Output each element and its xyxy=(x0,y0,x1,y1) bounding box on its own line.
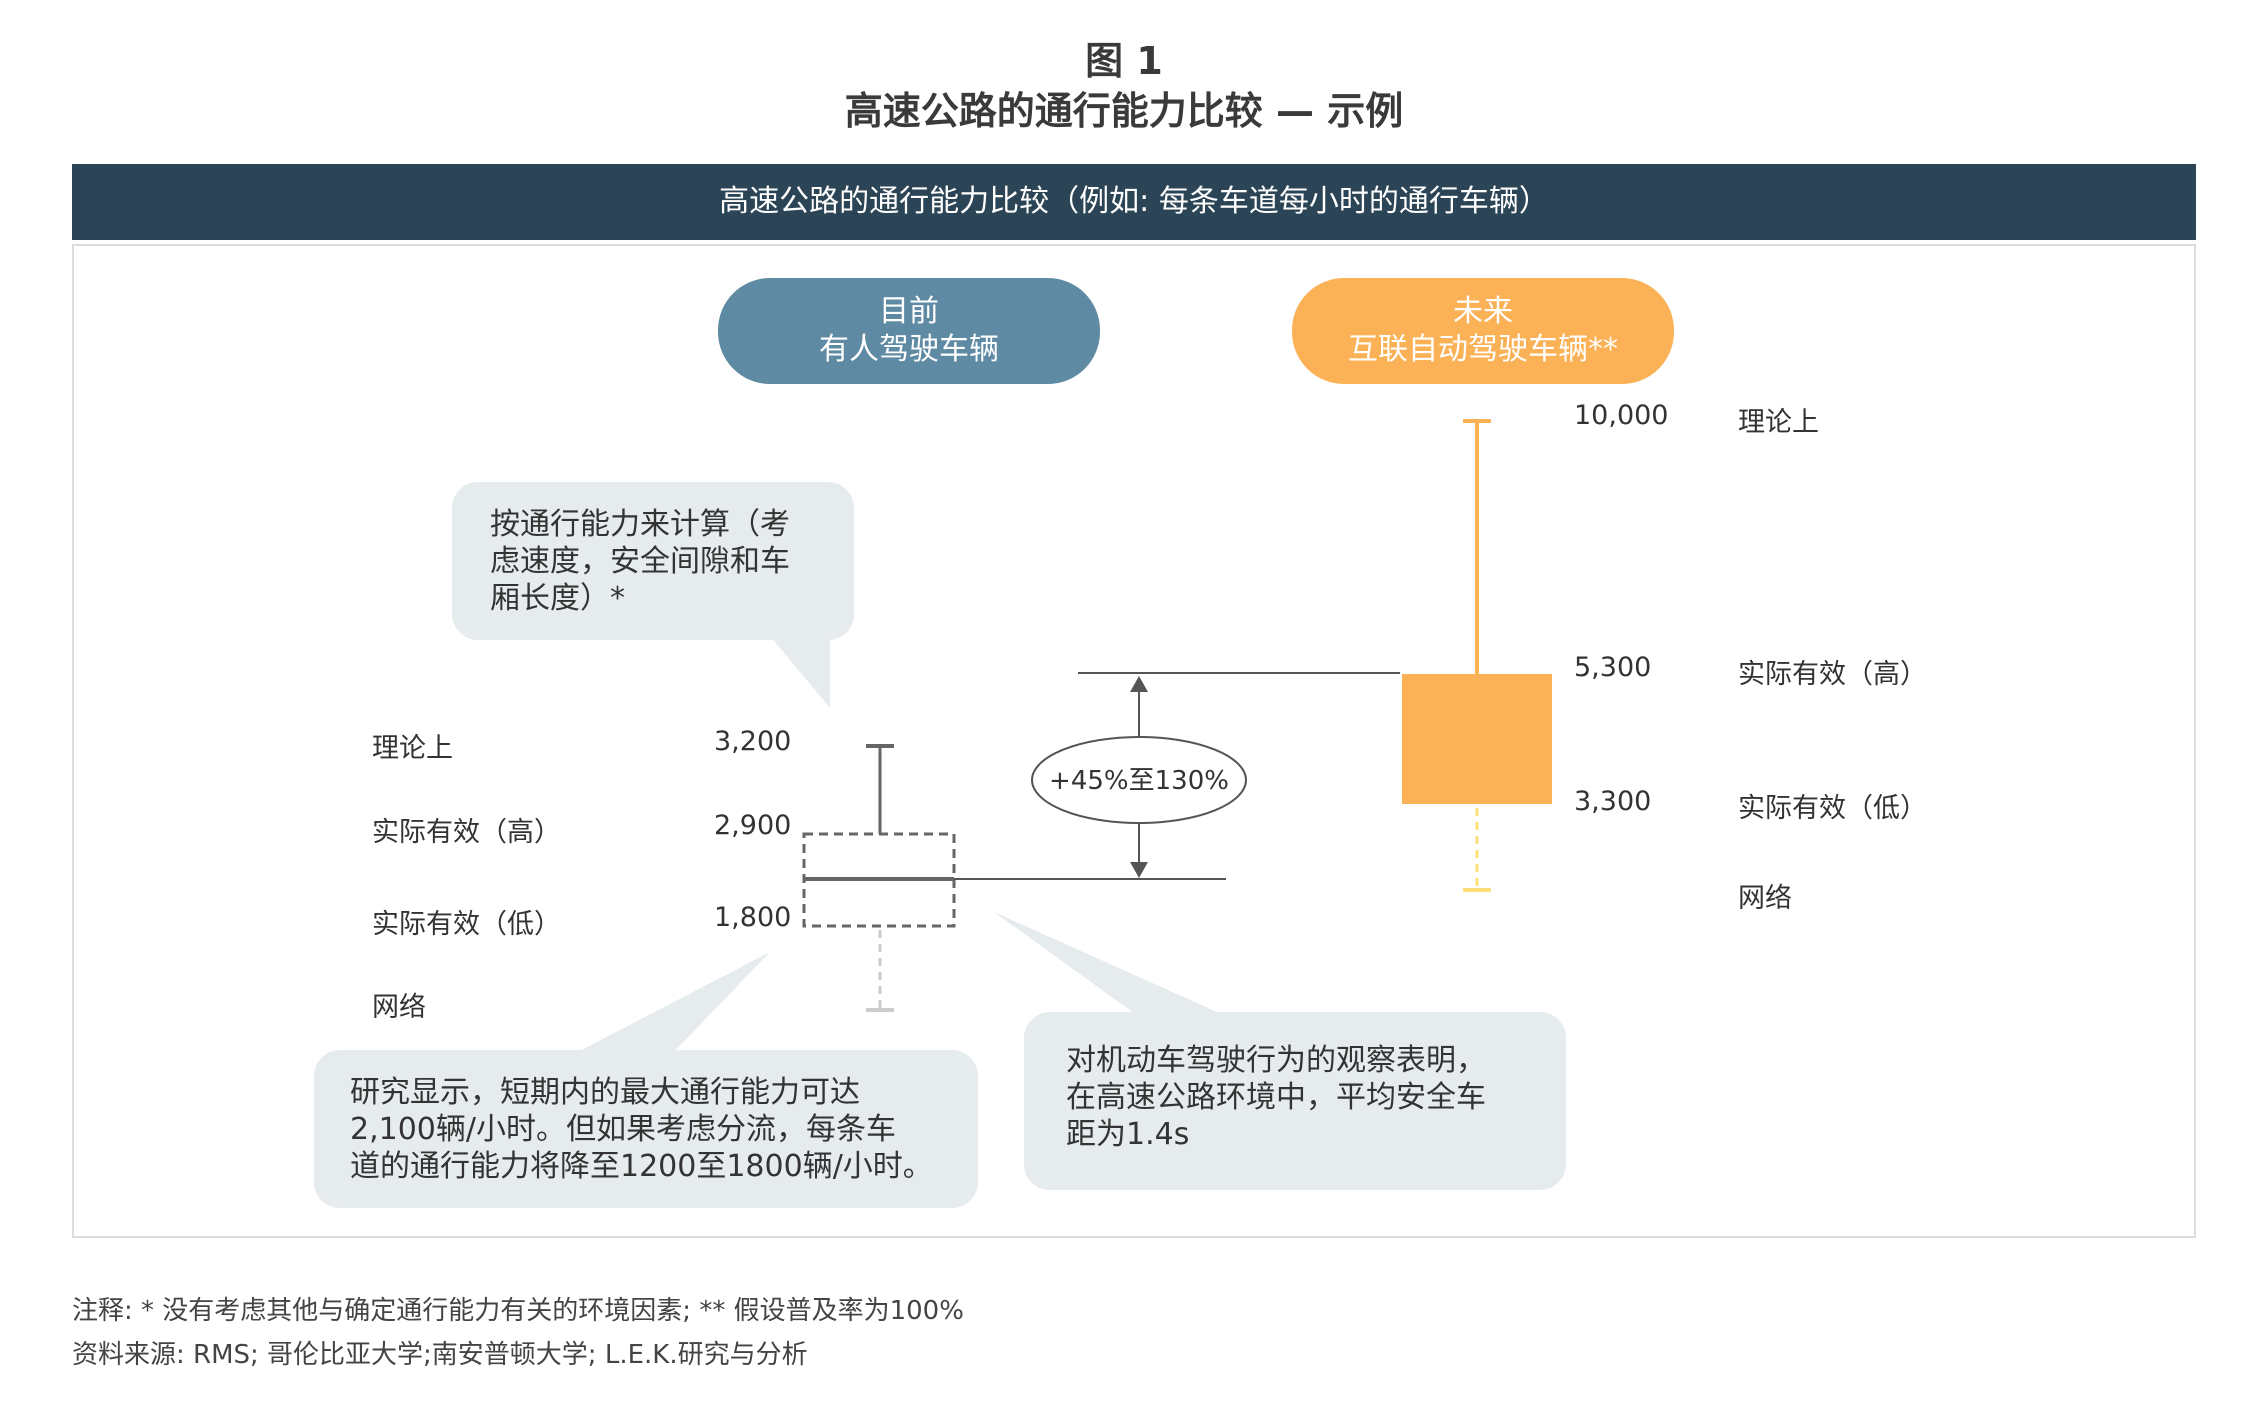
figure-title: 高速公路的通行能力比较 — 示例 xyxy=(844,89,1404,133)
current-value-effective-high: 2,900 xyxy=(714,810,792,841)
future-value-theoretical: 10,000 xyxy=(1574,400,1669,431)
callout-right-tail xyxy=(994,912,1226,1016)
chart-header-bar: 高速公路的通行能力比较（例如: 每条车道每小时的通行车辆） xyxy=(72,164,2196,240)
current-label-effective-high: 实际有效（高） xyxy=(372,817,561,848)
callout-line: 厢长度）* xyxy=(490,581,625,616)
arrow-down-head xyxy=(1130,862,1148,878)
callout-line: 在高速公路环境中，平均安全车 xyxy=(1066,1080,1486,1115)
future-effective-box xyxy=(1402,674,1552,804)
callout-left-tail xyxy=(570,952,770,1056)
chart-panel xyxy=(72,244,2196,1238)
callout-line: 道的通行能力将降至1200至1800辆/小时。 xyxy=(350,1149,933,1184)
future-label-effective-high: 实际有效（高） xyxy=(1738,659,1927,690)
current-label-network: 网络 xyxy=(372,992,426,1023)
callout-line: 对机动车驾驶行为的观察表明， xyxy=(1066,1043,1486,1078)
current-pill: 目前 有人驾驶车辆 xyxy=(718,278,1100,384)
future-pill-line2: 互联自动驾驶车辆** xyxy=(1348,332,1618,367)
future-label-effective-low: 实际有效（低） xyxy=(1738,793,1927,824)
current-value-effective-low: 1,800 xyxy=(714,902,792,933)
callout-top-tail xyxy=(770,636,830,708)
current-label-theoretical: 理论上 xyxy=(372,733,453,764)
footnote: 注释: * 没有考虑其他与确定通行能力有关的环境因素; ** 假设普及率为100… xyxy=(72,1296,964,1326)
future-pill-line1: 未来 xyxy=(1453,294,1513,329)
current-label-effective-low: 实际有效（低） xyxy=(372,909,561,940)
future-value-effective-high: 5,300 xyxy=(1574,652,1652,683)
callout-driving-observation: 对机动车驾驶行为的观察表明， 在高速公路环境中，平均安全车 距为1.4s xyxy=(1024,1012,1566,1190)
increase-ellipse xyxy=(1031,736,1247,824)
future-label-theoretical: 理论上 xyxy=(1738,407,1819,438)
current-value-theoretical: 3,200 xyxy=(714,726,792,757)
source-note: 资料来源: RMS; 哥伦比亚大学;南安普顿大学; L.E.K.研究与分析 xyxy=(72,1340,808,1370)
future-label-network: 网络 xyxy=(1738,883,1792,914)
callout-line: 按通行能力来计算（考 xyxy=(490,507,790,542)
current-pill-line1: 目前 xyxy=(879,294,939,329)
future-value-effective-low: 3,300 xyxy=(1574,786,1652,817)
callout-line: 距为1.4s xyxy=(1066,1117,1190,1152)
arrow-up-head xyxy=(1130,676,1148,692)
future-pill: 未来 互联自动驾驶车辆** xyxy=(1292,278,1674,384)
callout-line: 虑速度，安全间隙和车 xyxy=(490,544,790,579)
callout-capacity-calculation: 按通行能力来计算（考 虑速度，安全间隙和车 厢长度）* xyxy=(452,482,854,640)
callout-research-finding: 研究显示，短期内的最大通行能力可达 2,100辆/小时。但如果考虑分流，每条车 … xyxy=(314,1050,978,1208)
callout-line: 2,100辆/小时。但如果考虑分流，每条车 xyxy=(350,1112,896,1147)
figure-number: 图 1 xyxy=(1085,39,1163,83)
current-pill-line2: 有人驾驶车辆 xyxy=(819,332,999,367)
callout-line: 研究显示，短期内的最大通行能力可达 xyxy=(350,1075,860,1110)
increase-label: +45%至130% xyxy=(1049,766,1229,796)
